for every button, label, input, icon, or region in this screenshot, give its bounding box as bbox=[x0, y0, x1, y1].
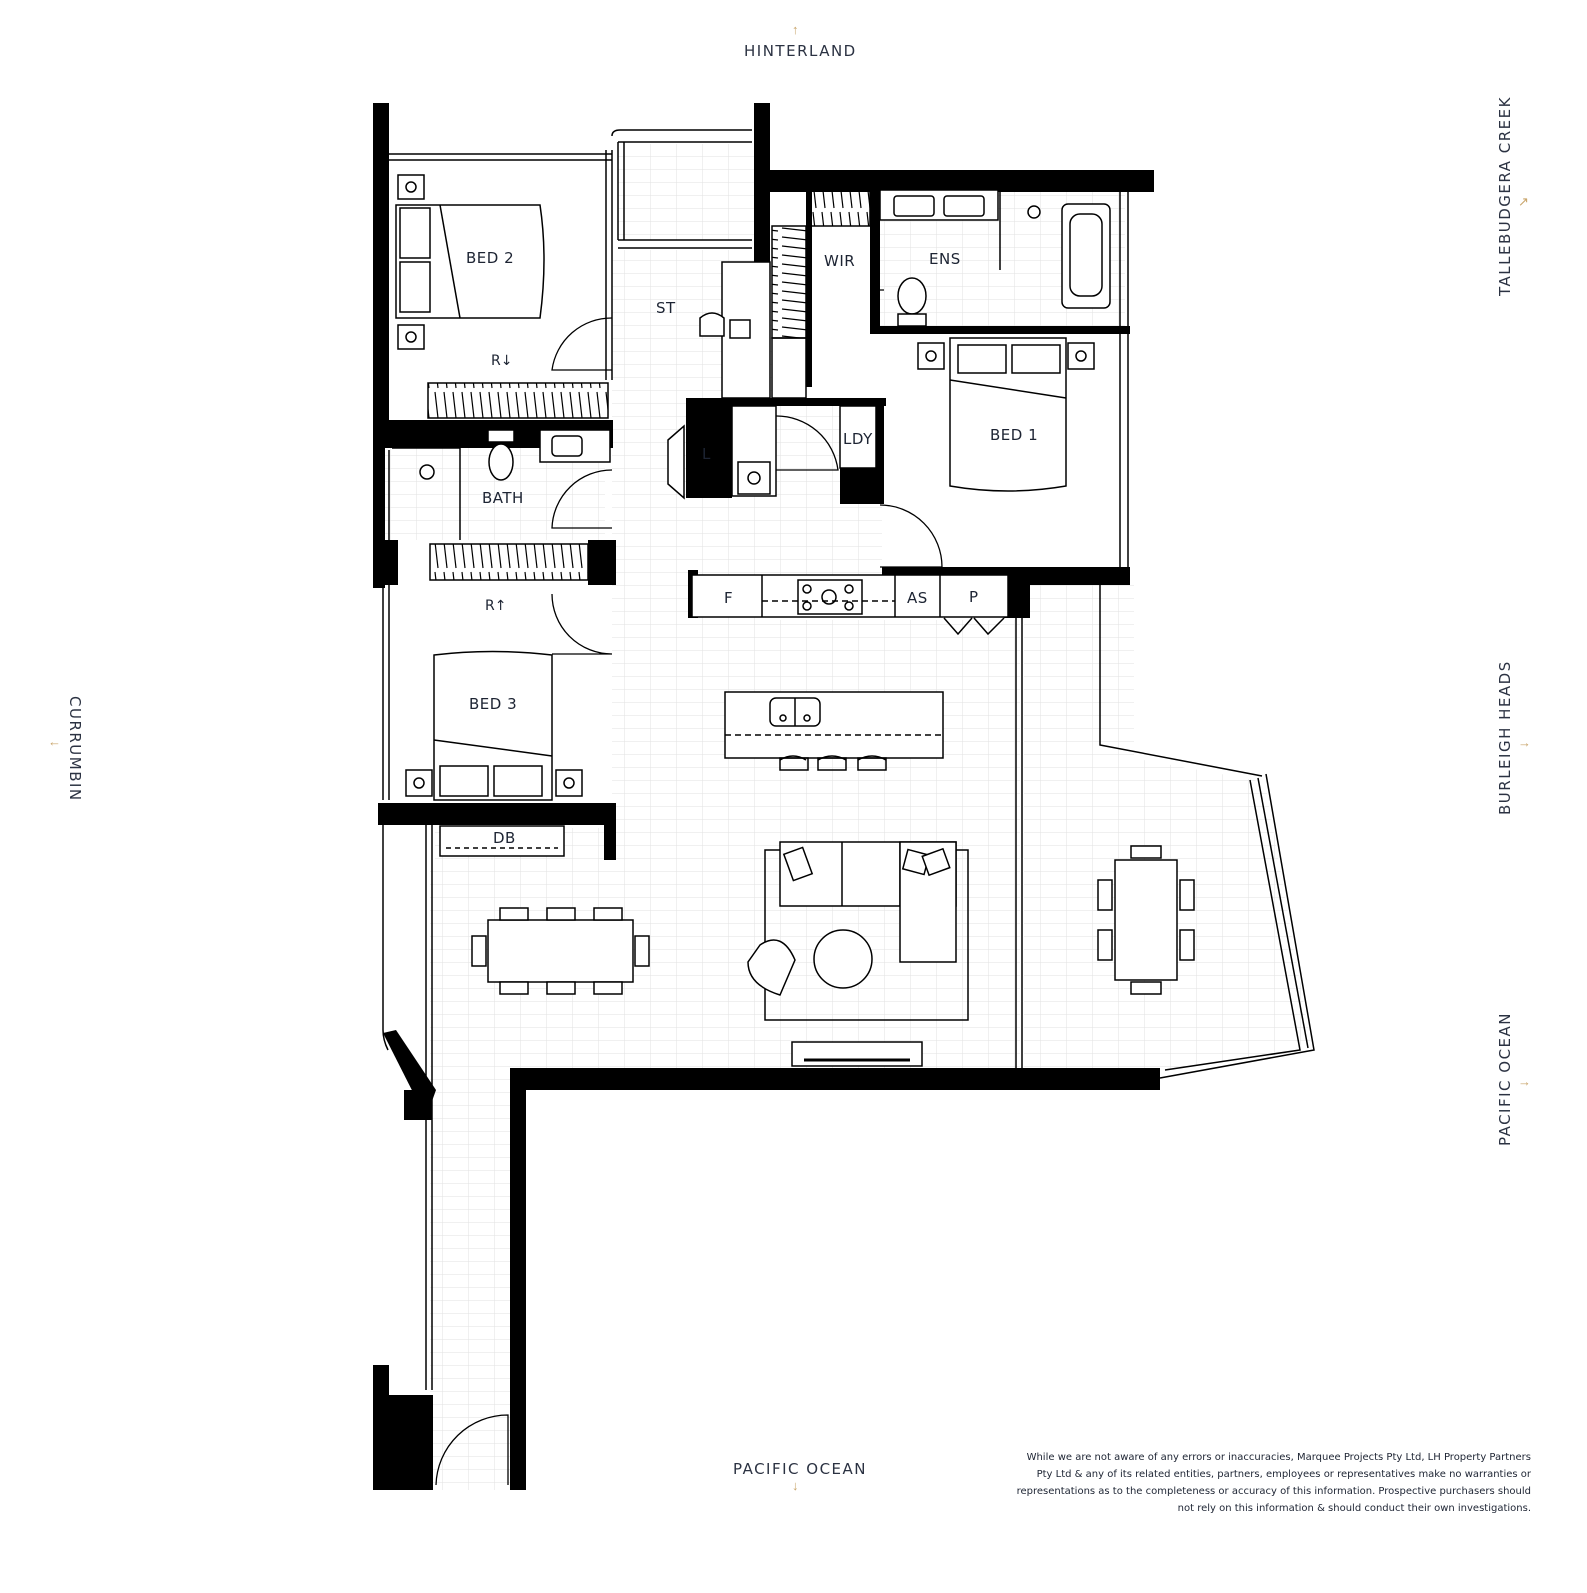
east-bottom-arrow-icon: → bbox=[1518, 1074, 1531, 1089]
east-top-arrow-icon: ↗ bbox=[1518, 194, 1529, 209]
dining-table bbox=[471, 907, 650, 995]
bed-3-furniture bbox=[405, 650, 583, 801]
room-label-fridge: F bbox=[724, 589, 733, 607]
room-label-appliance-storage: AS bbox=[907, 589, 928, 607]
kitchen-island bbox=[724, 691, 944, 771]
lounge-furniture bbox=[747, 841, 969, 1067]
compass-north-label: HINTERLAND bbox=[744, 42, 857, 60]
robes bbox=[427, 189, 871, 581]
room-label-bed-2: BED 2 bbox=[466, 249, 514, 267]
disclaimer-text: While we are not aware of any errors or … bbox=[1016, 1452, 1531, 1514]
terrace-table bbox=[1097, 845, 1195, 995]
room-label-bath: BATH bbox=[482, 489, 524, 507]
room-label-linen: L bbox=[702, 445, 711, 463]
bed-1-furniture bbox=[917, 337, 1095, 492]
doors bbox=[435, 280, 943, 1486]
room-label-bed-3: BED 3 bbox=[469, 695, 517, 713]
compass-south-label: PACIFIC OCEAN bbox=[733, 1460, 868, 1478]
db-cupboard bbox=[439, 825, 565, 857]
window-lines bbox=[382, 129, 1315, 1390]
north-arrow-icon: ↑ bbox=[792, 22, 799, 37]
room-label-ens: ENS bbox=[929, 250, 961, 268]
room-label-bed-1: BED 1 bbox=[990, 426, 1038, 444]
room-label-db: DB bbox=[493, 829, 516, 847]
bathroom-fixtures bbox=[392, 189, 1111, 540]
laundry-fixtures bbox=[667, 261, 877, 500]
bed-2-furniture bbox=[395, 174, 545, 350]
room-label-robe-bed-3: R↑ bbox=[485, 598, 506, 614]
room-label-laundry: LDY bbox=[843, 430, 873, 448]
room-label-wir: WIR bbox=[824, 252, 855, 270]
west-arrow-icon: ← bbox=[48, 734, 61, 749]
south-arrow-icon: ↓ bbox=[792, 1478, 799, 1493]
east-mid-arrow-icon: → bbox=[1518, 735, 1531, 750]
walls bbox=[373, 103, 1160, 1490]
room-label-pantry: P bbox=[969, 588, 979, 606]
room-label-st: ST bbox=[656, 299, 676, 317]
kitchen-bench bbox=[691, 574, 1009, 636]
room-label-robe-bed-2: R↓ bbox=[491, 353, 512, 369]
